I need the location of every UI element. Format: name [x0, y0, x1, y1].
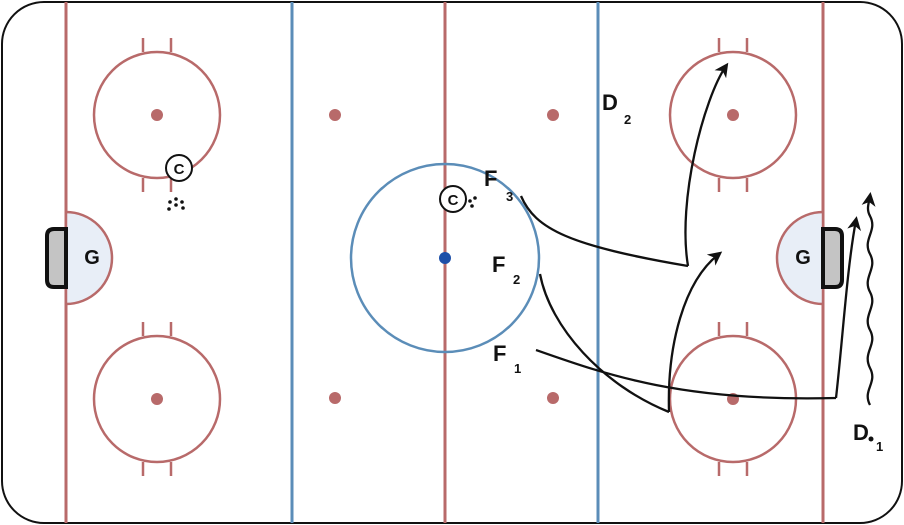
player-f3-number: 3: [506, 189, 513, 204]
f1-attack-path: [834, 216, 862, 399]
center-faceoff-circle: [349, 162, 541, 354]
right-goal-area: G: [775, 210, 844, 306]
f1-skate-path: [535, 348, 837, 400]
player-f1-label: F: [493, 341, 506, 366]
right-goal-net: [821, 227, 844, 289]
puck-pile-icon: [468, 196, 477, 208]
right-goal-crease: [775, 210, 825, 306]
puck-icon: [868, 436, 874, 442]
neutral-dot: [329, 392, 341, 404]
player-d2-label: D: [602, 90, 618, 115]
player-f2-number: 2: [513, 272, 520, 287]
puck-pile-icon: [167, 197, 185, 211]
right-goalie: G: [795, 247, 811, 269]
f3-skate-path: [519, 195, 689, 268]
player-d1-number: 1: [876, 439, 883, 454]
center-coach: C: [439, 185, 477, 213]
left-bottom-faceoff-circle: [92, 322, 222, 476]
neutral-dot: [547, 392, 559, 404]
left-top-faceoff-circle: [92, 38, 222, 192]
d1-pivot-path: [861, 192, 876, 406]
player-f3-label: F: [484, 166, 497, 191]
left-goal-area: G: [45, 210, 114, 306]
player-f1-number: 1: [514, 361, 521, 376]
left-goal-net: [45, 227, 68, 289]
left-goalie: G: [84, 247, 100, 269]
f2-skate-path: [538, 273, 670, 414]
center-faceoff-dot: [439, 252, 451, 264]
left-coach-label: C: [174, 161, 185, 178]
neutral-dot: [547, 109, 559, 121]
right-top-faceoff-circle: [668, 38, 798, 192]
left-goal-crease: [64, 210, 114, 306]
f3-attack-path: [684, 62, 729, 267]
player-f2-label: F: [492, 252, 505, 277]
center-coach-label: C: [448, 192, 459, 209]
left-coach: C: [165, 154, 193, 211]
neutral-dot: [329, 109, 341, 121]
player-d2-number: 2: [624, 112, 631, 127]
player-d1-label: D: [853, 420, 869, 445]
